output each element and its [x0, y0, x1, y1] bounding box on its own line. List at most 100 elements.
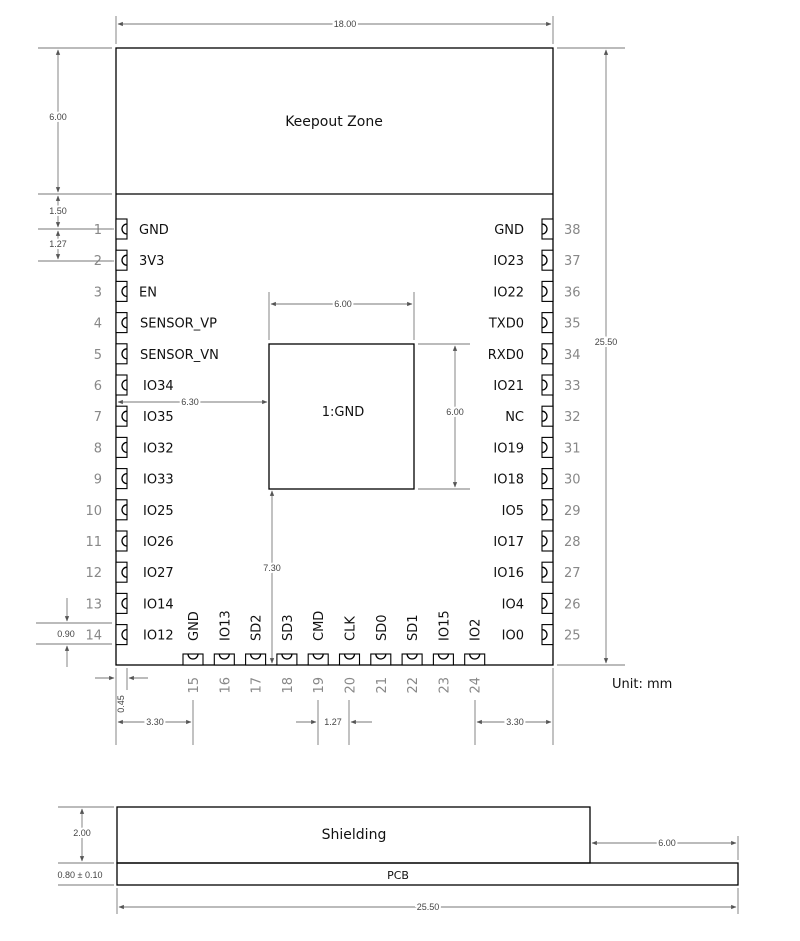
right-pin-number: 35: [564, 317, 581, 332]
dim-shield-offset-label: 6.00: [658, 838, 676, 848]
left-pin-notch: [121, 348, 128, 360]
right-pin-number: 32: [564, 410, 581, 425]
dim-top-width: 18.00: [115, 16, 554, 44]
bottom-pin-name: CMD: [312, 611, 327, 641]
dim-bottom-left-label: 3.30: [146, 717, 164, 727]
center-pad-label: 1:GND: [322, 405, 364, 420]
dim-side-length-label: 25.50: [417, 902, 440, 912]
right-pin-column: 38GND37IO2336IO2235TXD034RXD033IO2132NC3…: [488, 218, 581, 646]
bottom-pin-name: SD0: [375, 614, 390, 641]
right-pin-name: IO18: [493, 473, 524, 488]
left-pin-number: 7: [94, 410, 102, 425]
keepout-zone-label: Keepout Zone: [285, 114, 383, 130]
left-pin-number: 12: [85, 566, 102, 581]
left-pin-name: IO26: [143, 535, 174, 550]
left-pin-name: IO35: [143, 410, 174, 425]
dim-pad-offset-y: 7.30: [261, 490, 283, 664]
bottom-pin-notch: [375, 653, 387, 660]
right-pin-notch: [541, 504, 548, 516]
right-pin-name: IO17: [493, 535, 524, 550]
dim-pcb-thickness: 0.80 ± 0.10: [56, 868, 114, 886]
dim-gap-1-50: 1.50: [38, 195, 112, 230]
left-pin-notch: [121, 566, 128, 578]
bottom-pin-notch: [343, 653, 356, 660]
dim-keepout-height: 6.00: [38, 47, 112, 195]
left-pin-number: 5: [94, 348, 102, 363]
right-pin-notch: [541, 535, 548, 547]
right-pin-notch: [541, 285, 548, 298]
left-pin-name: SENSOR_VP: [140, 317, 217, 332]
right-pin-number: 27: [564, 566, 581, 581]
right-pin-name: GND: [494, 223, 524, 238]
bottom-pin-number: 21: [375, 677, 390, 694]
dim-pcb-thickness-label: 0.80 ± 0.10: [58, 870, 103, 880]
right-pin-notch: [541, 223, 548, 235]
dim-pitch-left-label: 1.27: [49, 239, 67, 249]
right-pin-notch: [541, 597, 548, 610]
left-pin-name: IO14: [143, 597, 174, 612]
right-pin-name: IO5: [502, 504, 524, 519]
dim-edge-label: 0.45: [116, 695, 126, 713]
dim-bottom-right-label: 3.30: [506, 717, 524, 727]
bottom-pin-number: 15: [187, 677, 202, 694]
left-pin-name: IO33: [143, 473, 174, 488]
bottom-pin-number: 18: [281, 677, 296, 694]
dim-total-height-label: 25.50: [595, 337, 618, 347]
right-pin-notch: [541, 316, 548, 329]
dim-pad-width-label: 6.00: [334, 299, 352, 309]
dim-bottom-left: 3.30: [115, 668, 194, 745]
left-pin-notch: [121, 410, 128, 422]
left-pin-notch: [121, 472, 128, 485]
bottom-pin-number: 16: [218, 677, 233, 694]
right-pin-notch: [541, 254, 548, 266]
bottom-pin-number: 19: [312, 677, 327, 694]
dim-side-length: 25.50: [116, 888, 739, 914]
left-pin-notch: [121, 223, 128, 235]
right-pin-notch: [541, 348, 548, 360]
right-pin-number: 31: [564, 441, 581, 456]
right-pin-number: 28: [564, 535, 581, 550]
left-pin-name: IO27: [143, 566, 174, 581]
dim-shield-height: 2.00: [58, 806, 114, 864]
left-pin-number: 6: [94, 379, 102, 394]
right-pin-notch: [541, 472, 548, 485]
bottom-pin-name: IO2: [469, 619, 484, 641]
left-pin-notch: [121, 628, 128, 641]
bottom-pin-number: 24: [469, 677, 484, 694]
bottom-pin-notch: [249, 653, 262, 660]
left-pin-number: 3: [94, 285, 102, 300]
right-pin-number: 25: [564, 629, 581, 644]
dim-gap-label: 1.50: [49, 206, 67, 216]
dim-pad-height-label: 6.00: [446, 407, 464, 417]
right-pin-name: TXD0: [488, 317, 524, 332]
shielding-label: Shielding: [322, 827, 387, 843]
left-pin-notch: [121, 504, 128, 516]
right-pin-number: 36: [564, 285, 581, 300]
left-pin-number: 4: [94, 317, 102, 332]
right-pin-number: 37: [564, 254, 581, 269]
left-pin-number: 14: [85, 629, 102, 644]
bottom-pin-number: 22: [406, 677, 421, 694]
right-pin-name: IO21: [493, 379, 524, 394]
dim-pad-offset-x: 6.30: [117, 395, 268, 409]
dim-keepout-height-label: 6.00: [49, 112, 67, 122]
dim-top-width-label: 18.00: [334, 19, 357, 29]
bottom-pin-notch: [187, 653, 199, 660]
bottom-pin-name: SD2: [250, 614, 265, 641]
left-pin-notch: [121, 316, 128, 329]
left-pin-name: 3V3: [139, 254, 164, 269]
left-pin-name: SENSOR_VN: [140, 348, 219, 363]
right-pin-number: 34: [564, 348, 581, 363]
bottom-pin-name: GND: [187, 611, 202, 641]
bottom-pin-notch: [312, 653, 324, 660]
left-pin-number: 13: [85, 597, 102, 612]
left-pin-number: 2: [94, 254, 102, 269]
right-pin-name: RXD0: [488, 348, 524, 363]
right-pin-name: IO0: [502, 629, 524, 644]
right-pin-number: 33: [564, 379, 581, 394]
right-pin-notch: [541, 410, 548, 422]
bottom-pin-notch: [281, 653, 293, 660]
bottom-pin-name: SD1: [406, 614, 421, 641]
bottom-pin-row: GND15IO1316SD217SD318CMD19CLK20SD021SD12…: [182, 610, 486, 694]
